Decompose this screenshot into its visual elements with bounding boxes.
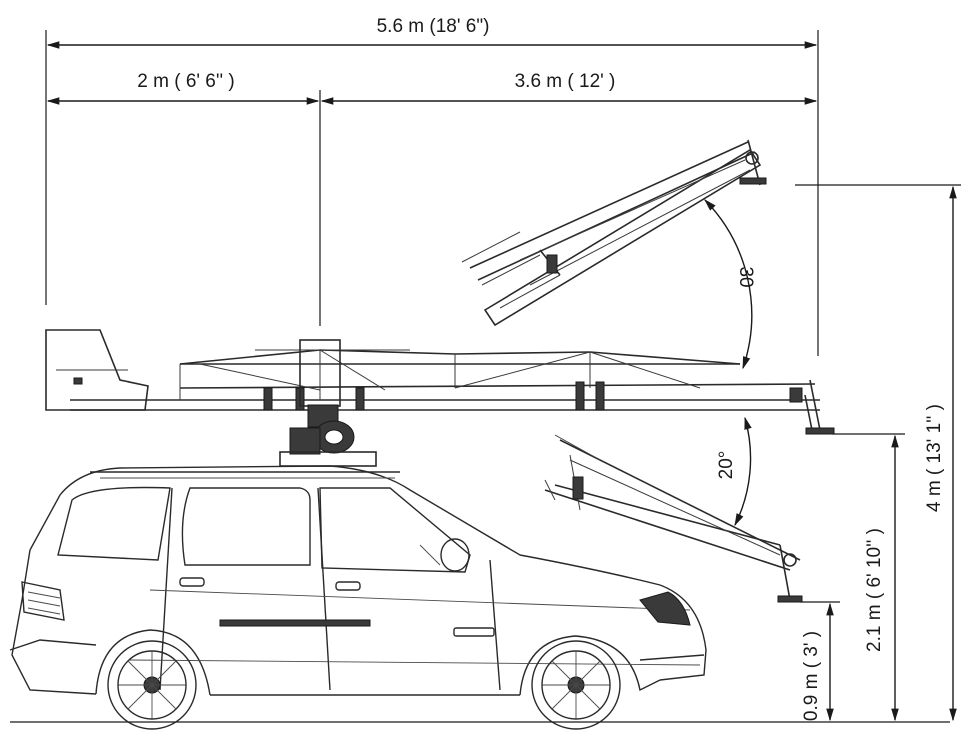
min-height-label: 0.9 m ( 3' ) xyxy=(801,631,822,721)
down-angle-label: 20° xyxy=(716,451,737,480)
crane-arm-level xyxy=(45,329,835,467)
level-height-dimension: 2.1 m ( 6' 10'' ) xyxy=(864,434,899,722)
rear-length-dimension: 2 m ( 6' 6'' ) xyxy=(46,71,320,105)
level-height-label: 2.1 m ( 6' 10'' ) xyxy=(864,528,885,652)
total-length-dimension: 5.6 m (18' 6") xyxy=(46,16,818,49)
rear-length-label: 2 m ( 6' 6'' ) xyxy=(137,71,234,92)
crane-arm-lowered xyxy=(544,434,803,603)
up-angle-label: 30 xyxy=(735,266,756,287)
total-length-label: 5.6 m (18' 6") xyxy=(377,16,490,37)
min-height-dimension: 0.9 m ( 3' ) xyxy=(801,602,834,722)
front-wheel xyxy=(531,640,621,730)
max-height-dimension: 4 m ( 13' 1'' ) xyxy=(924,185,957,722)
down-angle-indicator: 20° xyxy=(716,416,752,527)
max-height-label: 4 m ( 13' 1'' ) xyxy=(924,404,945,512)
rear-wheel xyxy=(107,640,197,730)
up-angle-indicator: 30 xyxy=(704,199,756,370)
front-length-label: 3.6 m ( 12' ) xyxy=(515,71,616,92)
crane-arm-raised xyxy=(461,139,767,327)
car-illustration xyxy=(9,465,707,730)
front-length-dimension: 3.6 m ( 12' ) xyxy=(320,71,818,105)
extension-lines xyxy=(10,30,961,723)
